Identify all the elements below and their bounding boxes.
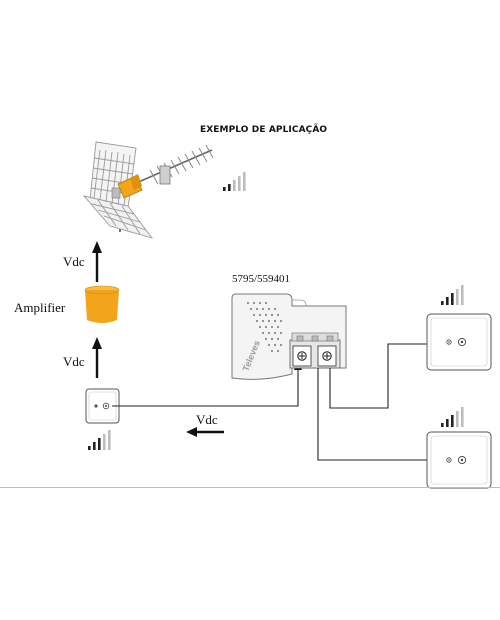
vdc-label-cable: Vdc [196, 412, 218, 427]
vdc-label-upper: Vdc [63, 254, 85, 269]
arrow-icon [92, 337, 102, 378]
coax-cable [317, 343, 434, 461]
arrow-icon [186, 427, 224, 437]
antenna-icon [82, 141, 214, 239]
amplifier-icon [84, 285, 120, 323]
wall-socket-icon [426, 313, 492, 371]
wall-socket-icon [426, 431, 492, 489]
wall-socket-icon [85, 388, 120, 424]
coax-cable [112, 368, 299, 407]
vdc-label-lower: Vdc [63, 354, 85, 369]
signal-strength-icon [88, 430, 111, 450]
diagram-title: EXEMPLO DE APLICAÇÃO [200, 124, 327, 135]
model-label: 5795/559401 [232, 273, 290, 285]
power-supply-icon: Televes [231, 293, 347, 380]
arrow-icon [92, 241, 102, 282]
amplifier-label: Amplifier [14, 300, 66, 315]
signal-strength-icon [223, 172, 246, 191]
signal-strength-icon [441, 285, 464, 305]
signal-strength-icon [441, 407, 464, 427]
